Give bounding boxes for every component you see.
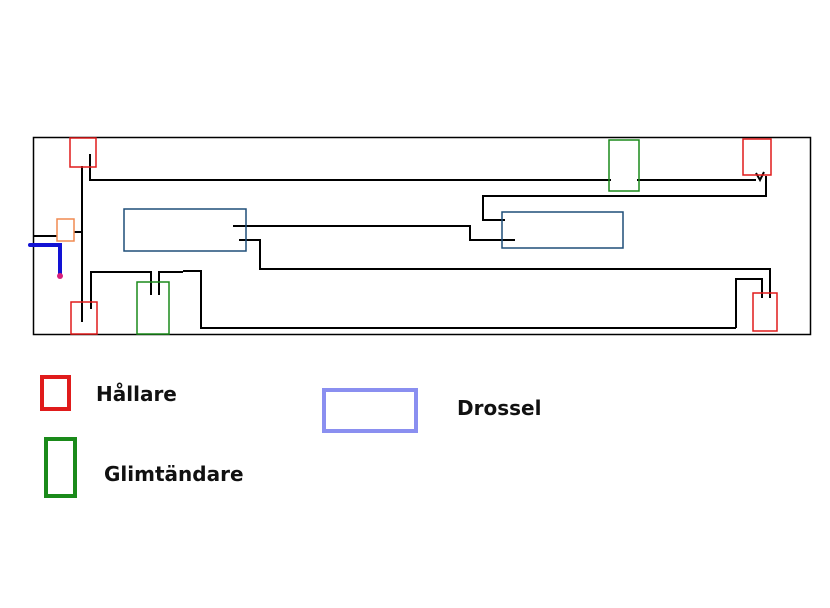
wires: [33, 154, 771, 329]
holder-top-left: [69, 137, 97, 168]
starter-top: [608, 139, 640, 192]
wire-ballast-to-right-holder: [239, 239, 771, 298]
wire-top-run: [89, 154, 611, 181]
holder-top-right: [742, 138, 772, 176]
legend-holder-label: Hållare: [96, 382, 177, 406]
wire-starter-bottom-right: [158, 271, 183, 295]
terminal-block: [56, 218, 75, 242]
ballast-right: [501, 211, 624, 249]
wire-top-right-pins: [755, 171, 765, 183]
legend: Hållare Glimtändare Drossel: [40, 375, 541, 498]
holder-bottom-left: [70, 301, 98, 335]
fixture-frame: [32, 136, 812, 336]
holder-bottom-right: [752, 292, 778, 332]
wire-right-return: [482, 176, 767, 221]
legend-starter-swatch: [44, 437, 77, 498]
legend-holder-swatch: [40, 375, 71, 411]
legend-ballast-swatch: [322, 388, 418, 433]
feed-wire: [28, 243, 62, 277]
wire-ballast-link: [233, 225, 515, 241]
feed-dot: [57, 273, 63, 279]
wire-bottom-right-pins: [735, 278, 763, 328]
legend-ballast-label: Drossel: [457, 396, 541, 420]
ballast-left: [123, 208, 247, 252]
legend-starter-label: Glimtändare: [104, 462, 244, 486]
starter-bottom: [136, 281, 170, 335]
wire-bottom-run: [183, 270, 736, 329]
wire-starter-bottom-left: [90, 271, 152, 309]
